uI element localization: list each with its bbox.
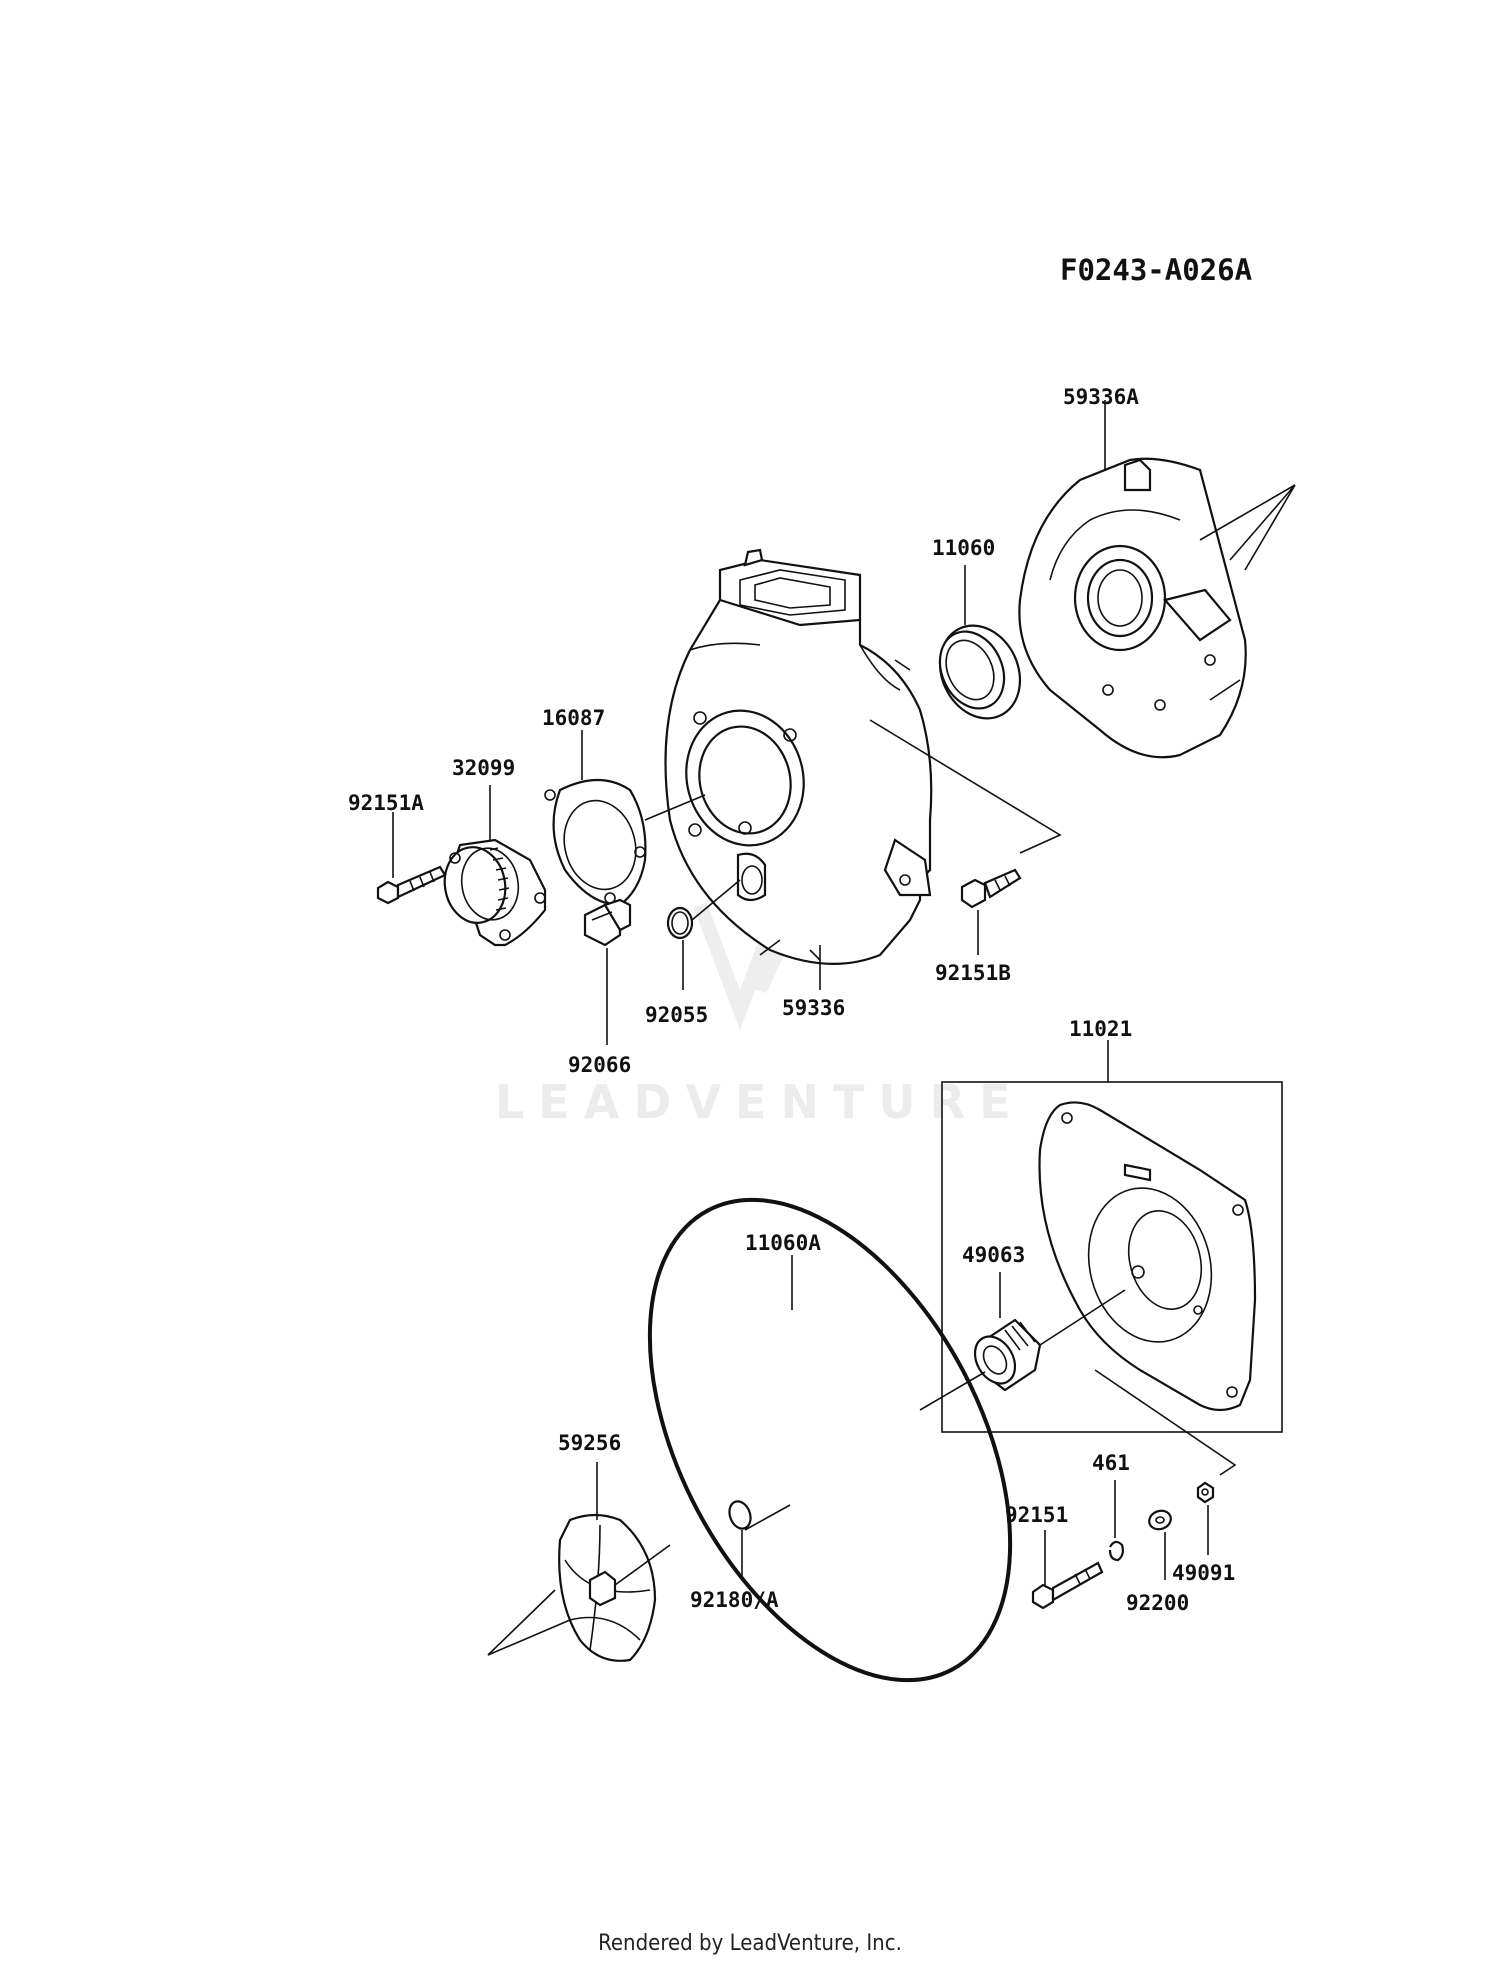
part-92200-washer[interactable]	[1147, 1508, 1174, 1532]
centerline-92055	[691, 879, 741, 921]
centerline-main	[744, 1371, 986, 1531]
label-59336A[interactable]: 59336A	[1063, 385, 1139, 409]
ref-arrow-59336	[869, 719, 1062, 854]
centerline-impeller	[614, 1544, 671, 1586]
part-11060-seal[interactable]	[925, 612, 1034, 731]
label-92066[interactable]: 92066	[568, 1053, 631, 1077]
centerline-49063	[1039, 1289, 1126, 1346]
footer-credit: Rendered by LeadVenture, Inc.	[598, 1931, 902, 1956]
part-32099-flange[interactable]	[439, 838, 547, 947]
part-461-snap-pin[interactable]	[1108, 1540, 1124, 1562]
part-59256-impeller[interactable]	[558, 1513, 657, 1662]
part-11021-cover-plate[interactable]	[1038, 1101, 1257, 1412]
part-92151B-bolt[interactable]	[960, 868, 1022, 909]
label-49063[interactable]: 49063	[962, 1243, 1025, 1267]
label-49091[interactable]: 49091	[1172, 1561, 1235, 1585]
label-461[interactable]: 461	[1092, 1451, 1130, 1475]
ref-arrow-59336A	[1199, 484, 1296, 571]
part-92151-bolt[interactable]	[1031, 1561, 1104, 1610]
label-92200[interactable]: 92200	[1126, 1591, 1189, 1615]
part-92055-o-ring[interactable]	[666, 906, 694, 940]
diagram-code: F0243-A026A	[1060, 253, 1252, 287]
part-59336A-casing-cover[interactable]	[1018, 457, 1247, 759]
centerline-housing	[644, 794, 706, 821]
part-11060A-o-ring[interactable]	[575, 1140, 1084, 1740]
label-11060[interactable]: 11060	[932, 536, 995, 560]
label-92151[interactable]: 92151	[1005, 1503, 1068, 1527]
part-92151A-bolt[interactable]	[376, 865, 447, 905]
part-49091-nut[interactable]	[1196, 1481, 1215, 1504]
assembly-box-11021	[941, 1081, 1283, 1433]
label-16087[interactable]: 16087	[542, 706, 605, 730]
label-92055[interactable]: 92055	[645, 1003, 708, 1027]
label-59256[interactable]: 59256	[558, 1431, 621, 1455]
part-92180A-washer[interactable]	[726, 1498, 754, 1531]
watermark-text: LEADVENTURE	[495, 1075, 1025, 1129]
label-92151B[interactable]: 92151B	[935, 961, 1011, 985]
ref-arrow-11021	[1094, 1369, 1237, 1476]
label-32099[interactable]: 32099	[452, 756, 515, 780]
part-49063-mechanical-seal[interactable]	[967, 1318, 1042, 1392]
label-92151A[interactable]: 92151A	[348, 791, 424, 815]
label-11060A[interactable]: 11060A	[745, 1231, 821, 1255]
label-59336[interactable]: 59336	[782, 996, 845, 1020]
label-92180A[interactable]: 92180/A	[690, 1588, 779, 1612]
label-11021[interactable]: 11021	[1069, 1017, 1132, 1041]
part-16087-gasket[interactable]	[544, 779, 647, 907]
part-92066-drain-plug[interactable]	[583, 898, 632, 947]
part-59336-pump-casing[interactable]	[664, 548, 933, 965]
ref-arrow-59256	[487, 1589, 571, 1656]
